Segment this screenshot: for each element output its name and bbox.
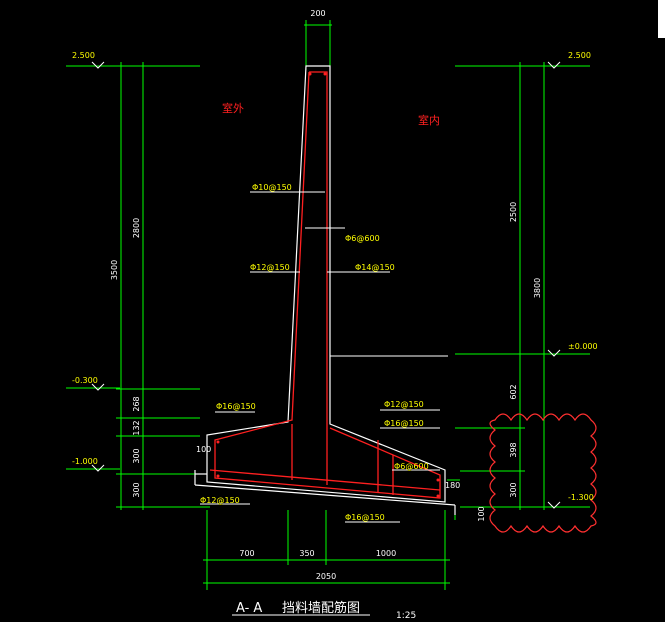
elevation-marks	[91, 61, 561, 509]
rebar-lines	[209, 71, 441, 499]
elev-right-low: -1.300	[568, 493, 594, 502]
elev-left-low: -1.000	[72, 457, 98, 466]
elev-top-right: 2.500	[568, 51, 591, 60]
drawing-scale: 1:25	[396, 611, 416, 621]
elev-right-zero: ±0.000	[568, 342, 598, 351]
dim-bottom-c: 1000	[376, 549, 396, 558]
dim-toe-small: 180	[445, 481, 460, 490]
rebar-label-4: Φ14@150	[355, 263, 395, 272]
dim-left-b: 132	[132, 420, 141, 435]
revision-cloud	[489, 413, 597, 533]
dimension-lines	[66, 20, 590, 590]
dim-heel-small: 100	[196, 445, 211, 454]
dim-left-a: 268	[132, 396, 141, 411]
dim-left-total: 3500	[110, 260, 119, 280]
dim-left-upper: 2800	[132, 218, 141, 238]
dim-left-c: 300	[132, 448, 141, 463]
dim-bottom-total: 2050	[316, 572, 336, 581]
drawing-title-name: 挡料墙配筋图	[282, 600, 360, 616]
dim-right-total: 3800	[533, 278, 542, 298]
dim-top-width: 200	[310, 9, 325, 18]
dim-right-b: 398	[509, 442, 518, 457]
dim-right-upper: 2500	[509, 202, 518, 222]
dim-bottom-b: 350	[299, 549, 314, 558]
leader-lines	[200, 191, 448, 523]
dim-right-c: 300	[509, 482, 518, 497]
rebar-dots	[216, 72, 440, 498]
wall-outline	[194, 65, 456, 515]
dim-left-d: 300	[132, 482, 141, 497]
rebar-label-2: Φ6@600	[345, 234, 380, 243]
rebar-label-9: Φ12@150	[200, 496, 240, 505]
section-title: A- A	[236, 601, 262, 616]
scrollbar[interactable]	[658, 0, 665, 38]
rebar-label-1: Φ10@150	[252, 183, 292, 192]
rebar-label-8: Φ6@600	[394, 462, 429, 471]
dim-base-small: 100	[477, 506, 486, 521]
rebar-label-3: Φ12@150	[250, 263, 290, 272]
elev-left-mid: -0.300	[72, 376, 98, 385]
dim-bottom-a: 700	[239, 549, 254, 558]
rebar-label-6: Φ12@150	[384, 400, 424, 409]
dim-right-a: 602	[509, 384, 518, 399]
rebar-label-7: Φ16@150	[384, 419, 424, 428]
rebar-label-5: Φ16@150	[216, 402, 256, 411]
elev-top-left: 2.500	[72, 51, 95, 60]
rebar-label-10: Φ16@150	[345, 513, 385, 522]
room-outside-label: 室外	[222, 101, 244, 115]
room-inside-label: 室内	[418, 113, 440, 127]
